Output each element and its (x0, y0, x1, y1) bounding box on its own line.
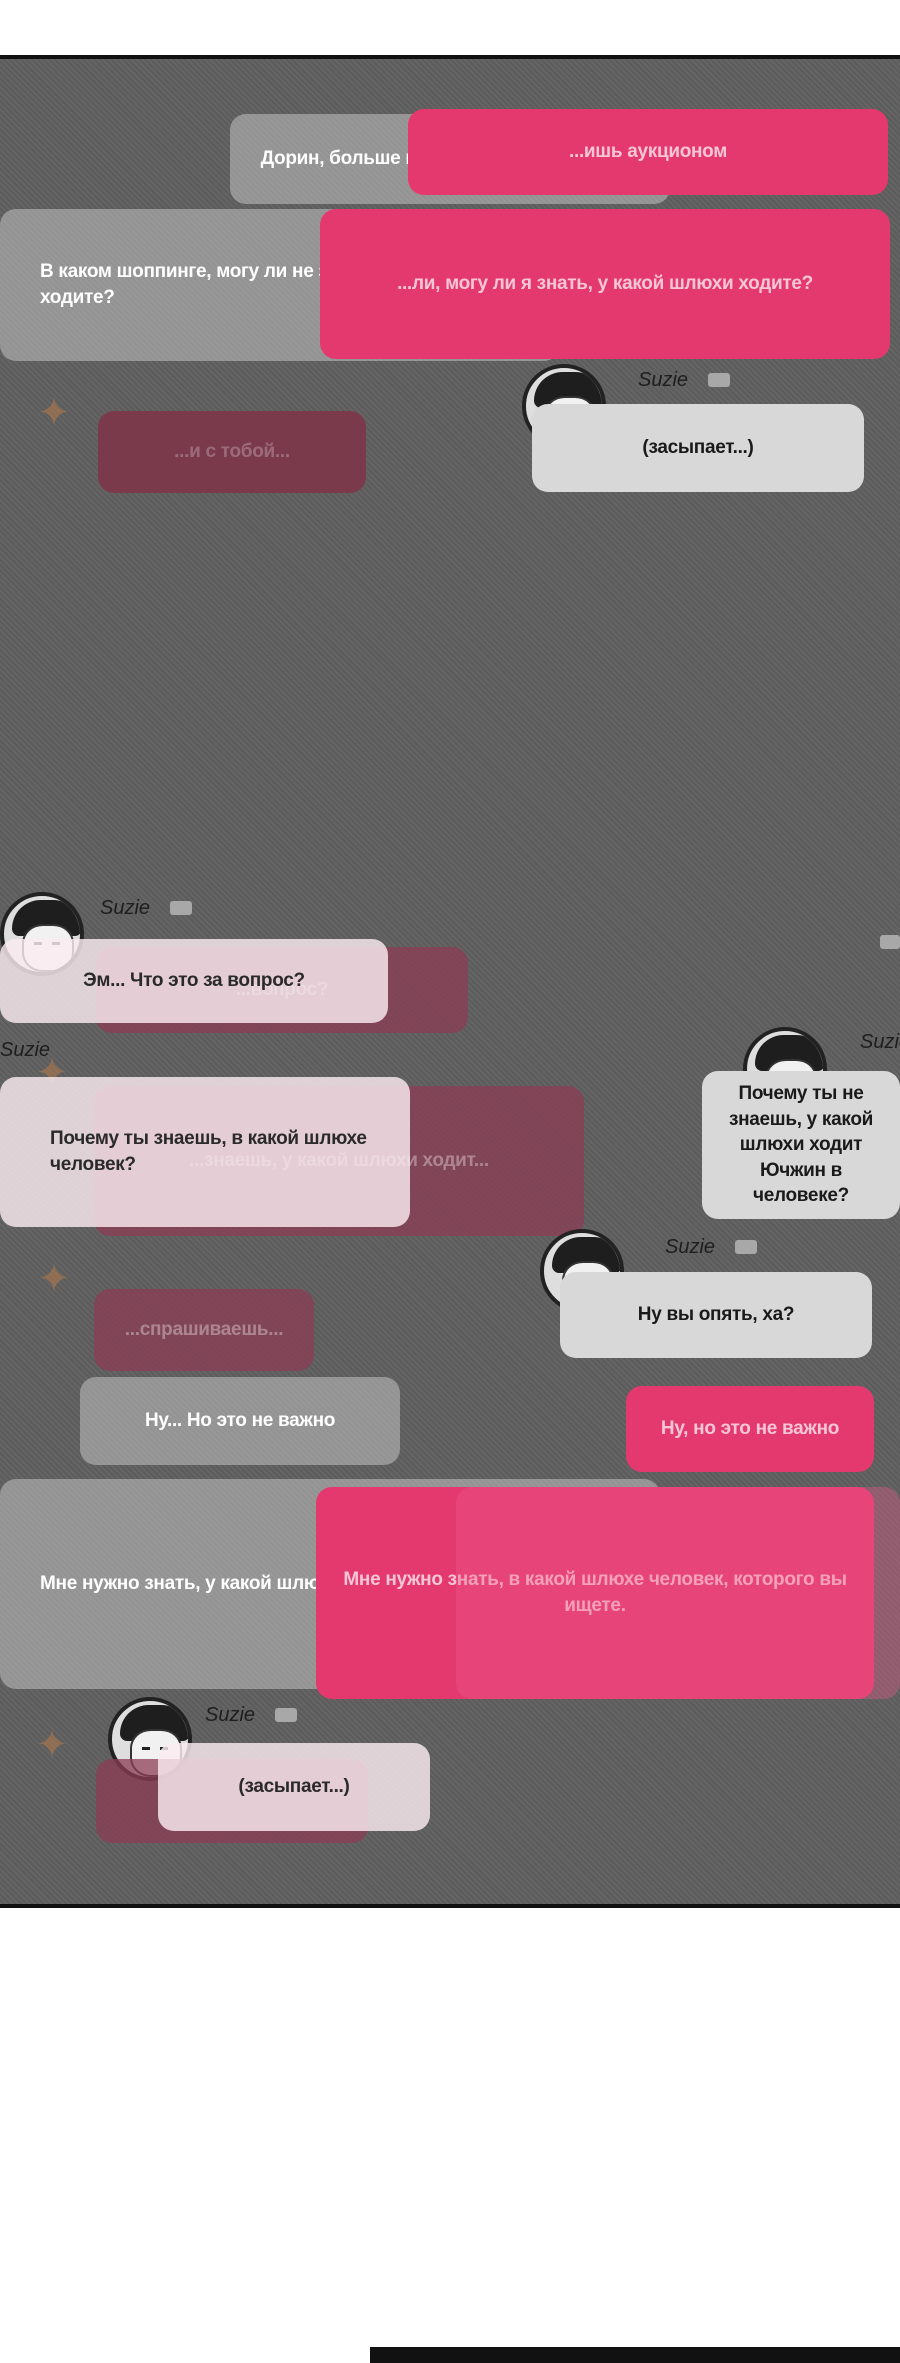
chat-panel: Дорин, больше не занимаюсь аукционом ...… (0, 55, 900, 1908)
sender-name: Suzie (100, 897, 151, 919)
level-chip-icon (170, 901, 192, 915)
sender-name: Suzie (205, 1704, 256, 1726)
sender-name: Suzie (665, 1236, 716, 1258)
sender-name: Suzie (860, 1031, 900, 1053)
fox-icon: ✦ (37, 391, 71, 435)
fox-icon: ✦ (35, 1723, 69, 1767)
level-chip-icon (880, 935, 900, 949)
message-bubble-gray: Ну... Но это не важно (80, 1377, 400, 1465)
message-bubble-pink: Мне нужно знать, в какой шлюхе человек, … (316, 1487, 874, 1699)
message-bubble-maroon: ...спрашиваешь... (94, 1289, 314, 1371)
fox-icon: ✦ (37, 1257, 71, 1301)
message-bubble-pink: Ну, но это не важно (626, 1386, 874, 1472)
sender-name: Suzie (638, 369, 689, 391)
message-bubble-pink: ...ишь аукционом (408, 109, 888, 195)
message-bubble-suzie: Эм... Что это за вопрос? (0, 939, 388, 1023)
message-bubble-maroon: ...и с тобой... (98, 411, 366, 493)
message-bubble-suzie: Почему ты не знаешь, у какой шлюхи ходит… (702, 1071, 900, 1219)
message-bubble-suzie: (засыпает...) (158, 1743, 430, 1831)
message-bubble-pink: ...ли, могу ли я знать, у какой шлюхи хо… (320, 209, 890, 359)
message-bubble-pink-overlay (456, 1487, 900, 1699)
bottom-bar (370, 2347, 900, 2363)
level-chip-icon (275, 1708, 297, 1722)
message-bubble-left: Почему ты знаешь, в какой шлюхе человек? (0, 1077, 410, 1227)
level-chip-icon (735, 1240, 757, 1254)
message-bubble-suzie: (засыпает...) (532, 404, 864, 492)
level-chip-icon (708, 373, 730, 387)
message-bubble-suzie: Ну вы опять, ха? (560, 1272, 872, 1358)
sender-name: Suzie (0, 1039, 51, 1061)
